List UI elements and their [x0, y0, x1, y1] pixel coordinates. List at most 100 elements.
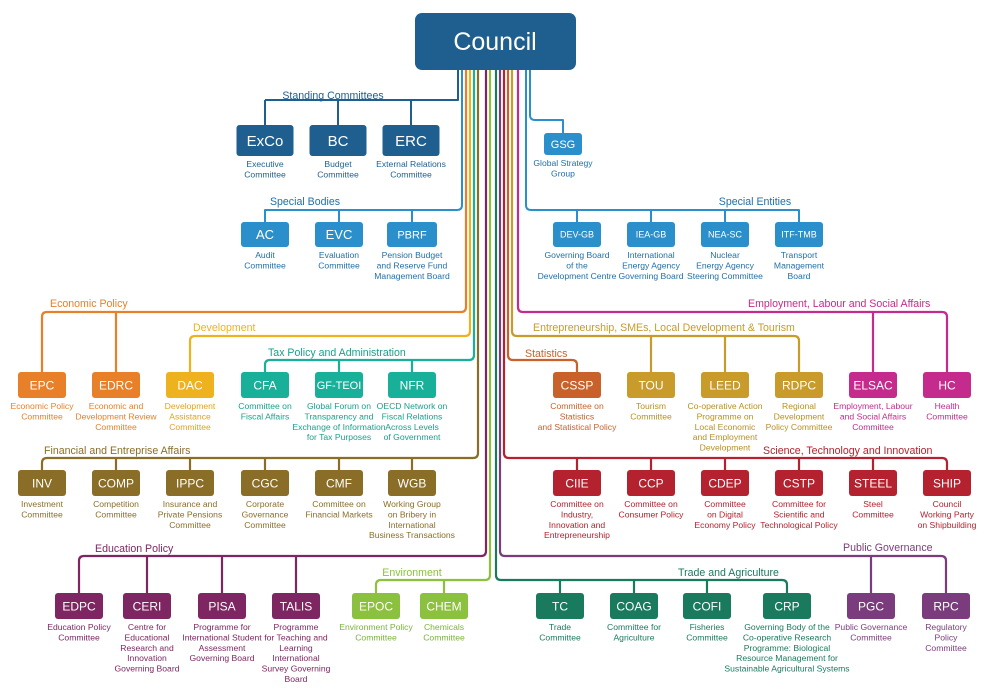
committee-acronym: CHEM [426, 599, 461, 613]
connector-line [529, 70, 564, 133]
committee-description-line: and Employment [693, 432, 758, 442]
committee-box [847, 593, 895, 619]
committee-acronym: EDPC [62, 599, 96, 613]
group-standing-committees: Standing Committees [282, 90, 383, 102]
committee-description-line: and Social Affairs [840, 411, 906, 421]
committee-description-line: Entrepreneurship [544, 530, 610, 540]
committee-box [763, 593, 811, 619]
committee-acronym: COFI [693, 599, 722, 613]
committee-description-line: Board [285, 674, 308, 684]
committee-acronym: HC [938, 378, 956, 392]
committee-acronym: LEED [709, 378, 741, 392]
council-label: Council [453, 28, 536, 56]
committee-description-line: Steering Committee [687, 271, 763, 281]
council-node[interactable]: Council [415, 13, 576, 70]
committee-description-line: Energy Agency [696, 260, 755, 270]
committee-acronym: ITF-TMB [781, 230, 817, 240]
committee-description-line: Centre for [128, 622, 166, 632]
group-financial-affairs: Financial and Entreprise Affairs [44, 445, 190, 457]
committee-description-line: Energy Agency [622, 260, 681, 270]
committee-box [55, 593, 103, 619]
committee-description-line: Committee [58, 632, 100, 642]
connector-line [263, 70, 476, 372]
committee-description-line: Global Strategy [533, 158, 593, 168]
committee-description-line: Consumer Policy [619, 509, 685, 519]
group-education-policy: Education Policy [95, 543, 174, 555]
committee-description-line: Trade [549, 622, 571, 632]
connector-line [264, 70, 463, 222]
committee-acronym: GF-TEOI [317, 380, 362, 392]
committee-description-line: Budget [324, 159, 352, 169]
committee-acronym: INV [32, 476, 52, 490]
committee-description-line: Committee [852, 509, 894, 519]
committee-description-line: Audit [255, 250, 275, 260]
committee-description-line: Development [165, 401, 216, 411]
group-special-bodies: Special Bodies [270, 196, 340, 208]
committee-box [849, 372, 897, 398]
committee-description-line: Evaluation [319, 250, 359, 260]
committee-box [553, 222, 601, 247]
committee-description-line: Insurance and [163, 499, 218, 509]
committee-box [553, 470, 601, 496]
committee-description-line: Committee for [772, 499, 826, 509]
committee-description-line: Committee on [550, 499, 604, 509]
committee-description-line: International [627, 250, 674, 260]
committee-description-line: Committee [318, 260, 360, 270]
committee-acronym: RPC [933, 599, 959, 613]
committee-box [166, 470, 214, 496]
committee-description-line: Committee [630, 411, 672, 421]
committee-description-line: Sustainable Agricultural Systems [724, 664, 849, 674]
committee-description-line: Economy Policy [694, 520, 756, 530]
committee-box [309, 125, 367, 156]
committee-description-line: Educational [125, 632, 170, 642]
connector-line [494, 70, 789, 593]
